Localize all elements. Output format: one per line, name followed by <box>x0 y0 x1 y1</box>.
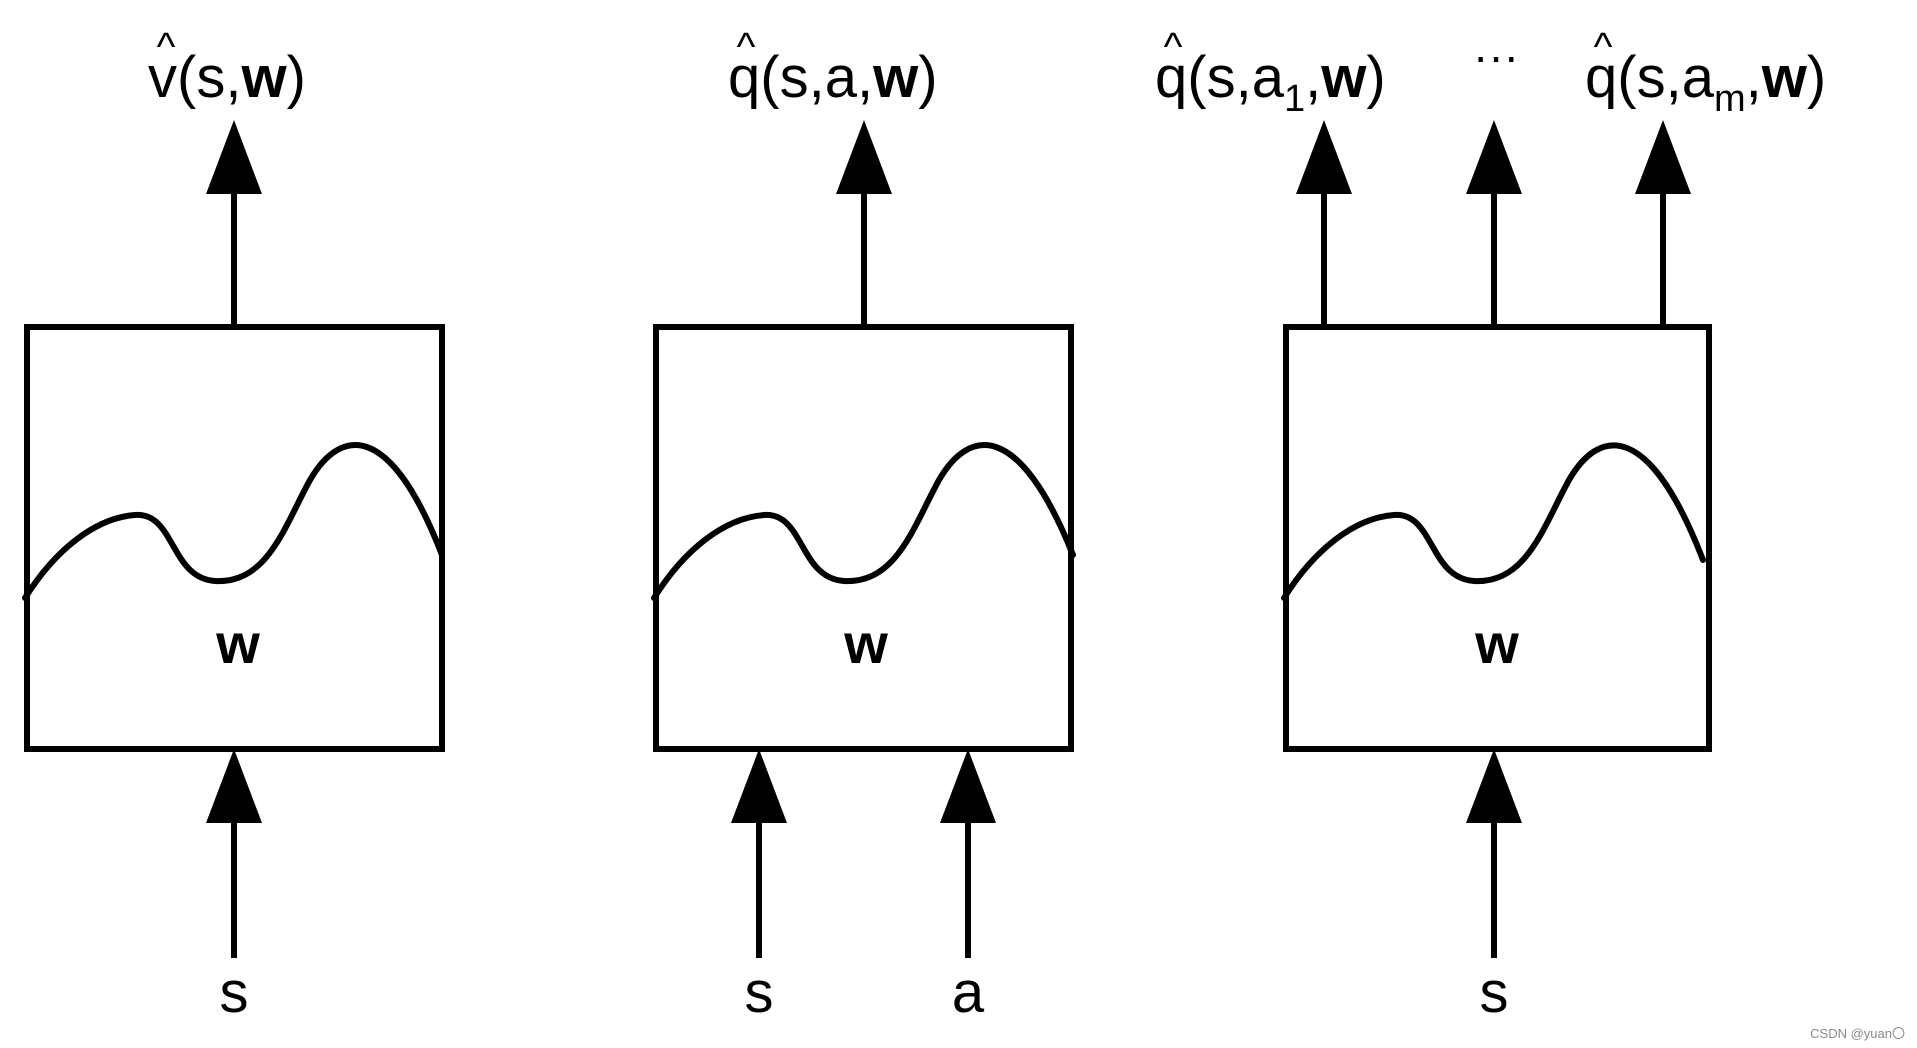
q-sa-bold: w <box>872 45 919 110</box>
function-curve-2 <box>651 442 1076 601</box>
q-am-close: ) <box>1807 45 1826 110</box>
input-arrow-1-head <box>206 749 262 823</box>
box-1-param: w <box>215 612 260 675</box>
q-sa-base: q <box>728 45 760 110</box>
q-a1-hat-accent: ^ <box>1164 25 1183 69</box>
output-arrow-2-head <box>836 120 892 194</box>
watermark: CSDN @yuan〇 <box>1810 1026 1905 1041</box>
output-arrow-1-head <box>206 120 262 194</box>
q-sa-close: ) <box>918 45 937 110</box>
q-am-hat-accent: ^ <box>1594 25 1613 69</box>
box-3-param: w <box>1474 612 1519 675</box>
output-label-v-hat: v(s,w) <box>148 45 306 110</box>
q-am-bold: w <box>1761 45 1808 110</box>
q-am-sub: m <box>1714 78 1746 120</box>
box-2-param: w <box>843 612 888 675</box>
q-a1-base: q <box>1155 45 1187 110</box>
input-label-3-s: s <box>1480 960 1509 1025</box>
box-3 <box>1283 324 1712 752</box>
output-ellipsis: ··· <box>1473 30 1519 82</box>
q-sa-open: (s,a, <box>760 45 873 110</box>
q-a1-comma: , <box>1305 45 1321 110</box>
approximator-q-multi: w s q(s,a1,w) ^ ··· q(s,am,w) ^ <box>1155 25 1826 1025</box>
function-curve-1 <box>22 442 445 601</box>
box-1 <box>24 324 445 752</box>
q-am-base: q <box>1585 45 1617 110</box>
output-arrow-3b-head <box>1466 120 1522 194</box>
output-label-q-hat-a1: q(s,a1,w) <box>1155 45 1386 120</box>
input-arrow-3-head <box>1466 749 1522 823</box>
input-label-2-s: s <box>745 960 774 1025</box>
input-arrow-2s-head <box>731 749 787 823</box>
approximator-q-sa: w s a q(s,a,w) ^ <box>651 25 1076 1025</box>
v-open: (s, <box>177 45 241 110</box>
v-base: v <box>148 45 177 110</box>
box-2 <box>653 324 1074 752</box>
function-curve-3 <box>1281 442 1706 601</box>
input-label-1-s: s <box>220 960 249 1025</box>
q-a1-close: ) <box>1366 45 1385 110</box>
input-arrow-2a-head <box>940 749 996 823</box>
output-arrow-3a-head <box>1296 120 1352 194</box>
v-hat-accent: ^ <box>157 25 176 69</box>
input-label-2-a: a <box>952 960 985 1025</box>
output-label-q-hat-sa: q(s,a,w) <box>728 45 938 110</box>
q-a1-bold: w <box>1320 45 1367 110</box>
q-a1-open: (s,a <box>1187 45 1284 110</box>
v-close: ) <box>287 45 306 110</box>
v-bold: w <box>240 45 287 110</box>
q-am-comma: , <box>1746 45 1762 110</box>
q-sa-hat-accent: ^ <box>737 25 756 69</box>
q-a1-sub: 1 <box>1284 78 1305 120</box>
output-label-q-hat-am: q(s,am,w) <box>1585 45 1826 120</box>
output-arrow-3c-head <box>1635 120 1691 194</box>
q-am-open: (s,a <box>1617 45 1714 110</box>
approximator-v: w s v(s,w) ^ <box>22 25 445 1025</box>
